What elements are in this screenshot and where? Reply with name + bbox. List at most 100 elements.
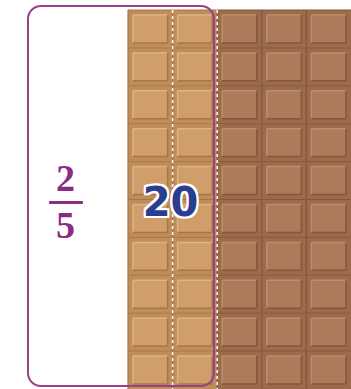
piece-top [311, 129, 346, 157]
piece-shadow [222, 118, 257, 120]
piece-highlight [221, 356, 223, 384]
piece-highlight [132, 91, 134, 119]
piece-shadow [301, 318, 303, 346]
piece-groove [128, 123, 173, 124]
piece-groove [217, 275, 262, 276]
piece-shadow [256, 53, 258, 81]
piece-shadow [301, 242, 303, 270]
piece-shadow [222, 383, 257, 385]
piece-top [267, 356, 302, 384]
chocolate-piece [128, 48, 173, 86]
piece-groove [217, 10, 218, 389]
piece-shadow [345, 15, 347, 43]
piece-groove [217, 351, 262, 352]
piece-highlight [222, 280, 257, 282]
chocolate-piece [217, 313, 262, 351]
piece-top [133, 318, 168, 346]
piece-highlight [177, 318, 179, 346]
piece-highlight [177, 280, 179, 308]
piece-top [133, 91, 168, 119]
chocolate-piece [128, 237, 173, 275]
piece-shadow [211, 205, 213, 233]
piece-shadow [267, 307, 302, 309]
piece-top [222, 53, 257, 81]
chocolate-piece [128, 313, 173, 351]
chocolate-piece [262, 124, 307, 162]
piece-top [222, 129, 257, 157]
piece-shadow [345, 91, 347, 119]
piece-highlight [221, 280, 223, 308]
piece-shadow [256, 242, 258, 270]
piece-groove [262, 275, 307, 276]
piece-groove [217, 161, 262, 162]
piece-top [222, 167, 257, 195]
piece-top [267, 15, 302, 43]
piece-highlight [311, 318, 313, 346]
piece-shadow [222, 270, 257, 272]
piece-groove [173, 237, 218, 238]
piece-highlight [177, 242, 179, 270]
piece-shadow [211, 15, 213, 43]
piece-shadow [345, 242, 347, 270]
chocolate-piece [262, 10, 307, 48]
chocolate-piece [306, 124, 351, 162]
piece-shadow [167, 242, 169, 270]
piece-groove [173, 10, 218, 11]
piece-highlight [132, 356, 134, 384]
piece-highlight [178, 128, 213, 130]
piece-groove [306, 47, 351, 48]
piece-shadow [133, 307, 168, 309]
piece-groove [261, 10, 262, 389]
piece-highlight [221, 129, 223, 157]
piece-highlight [267, 52, 302, 54]
piece-shadow [345, 167, 347, 195]
piece-highlight [311, 14, 346, 16]
piece-highlight [132, 318, 134, 346]
piece-shadow [133, 42, 168, 44]
piece-shadow [133, 232, 168, 234]
piece-highlight [267, 242, 302, 244]
piece-highlight [311, 280, 346, 282]
piece-highlight [133, 166, 168, 168]
piece-highlight [266, 242, 268, 270]
piece-groove [306, 10, 307, 389]
piece-groove [262, 161, 307, 162]
numerator: 2 [56, 159, 75, 197]
piece-highlight [133, 317, 168, 319]
piece-highlight [177, 15, 179, 43]
piece-shadow [222, 307, 257, 309]
piece-shadow [256, 15, 258, 43]
chocolate-piece [217, 124, 262, 162]
piece-groove [306, 237, 351, 238]
chocolate-piece [306, 86, 351, 124]
piece-top [178, 318, 213, 346]
piece-shadow [256, 167, 258, 195]
piece-groove [262, 351, 307, 352]
piece-groove [217, 313, 262, 314]
piece-top [222, 205, 257, 233]
piece-shadow [311, 80, 346, 82]
piece-top [222, 91, 257, 119]
chocolate-piece [173, 351, 218, 389]
piece-shadow [178, 80, 213, 82]
piece-highlight [311, 204, 346, 206]
piece-top [311, 91, 346, 119]
piece-highlight [311, 128, 346, 130]
piece-highlight [311, 355, 346, 357]
piece-shadow [222, 194, 257, 196]
count-number: 20 [143, 182, 199, 222]
piece-top [311, 280, 346, 308]
chocolate-piece [173, 275, 218, 313]
chocolate-piece [217, 275, 262, 313]
piece-top [133, 53, 168, 81]
piece-highlight [221, 15, 223, 43]
piece-highlight [221, 318, 223, 346]
piece-shadow [178, 345, 213, 347]
chocolate-piece [217, 48, 262, 86]
piece-highlight [178, 52, 213, 54]
piece-shadow [211, 356, 213, 384]
chocolate-piece [306, 313, 351, 351]
piece-highlight [178, 242, 213, 244]
piece-top [267, 205, 302, 233]
piece-highlight [311, 53, 313, 81]
